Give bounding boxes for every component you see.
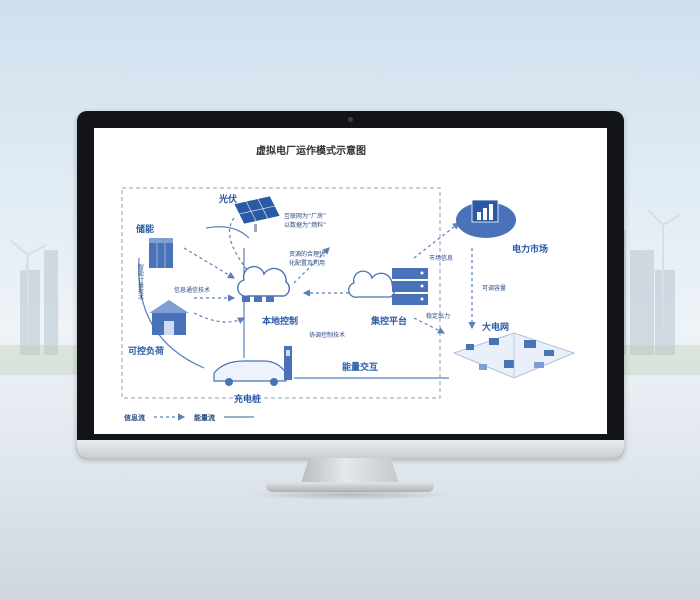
- info-flow-lines: [183, 217, 476, 334]
- storage-icon: [149, 238, 173, 268]
- central-platform-icon: [348, 268, 428, 305]
- monitor-chin: [77, 440, 624, 458]
- legend-info-flow-label: 信息流: [124, 413, 145, 422]
- monitor: 虚拟电厂运作模式示意图: [77, 111, 624, 458]
- local-control-icon: [237, 265, 290, 302]
- local-control-label: 本地控制: [262, 315, 298, 327]
- storage-label: 储能: [136, 223, 154, 235]
- controllable-load-label: 可控负荷: [128, 345, 164, 357]
- virtual-power-plant-boundary: [121, 187, 441, 399]
- market-info-label: 市场信息: [429, 254, 453, 262]
- stable-output-label: 稳定出力: [426, 312, 450, 320]
- charging-pile-label: 充电桩: [234, 393, 261, 405]
- resource-opt-label-1: 资源的合理优: [289, 250, 325, 258]
- info-comm-label: 信息通信技术: [174, 286, 210, 294]
- tradable-capacity-label: 可调容量: [482, 284, 506, 292]
- coordinated-control-label: 协调控制技术: [309, 331, 345, 339]
- energy-flow-lines: [138, 226, 449, 379]
- diagram-title: 虚拟电厂运作模式示意图: [256, 144, 366, 157]
- smart-metering-label: 智能计量技术: [137, 263, 144, 301]
- central-platform-label: 集控平台: [370, 315, 407, 327]
- charging-pile-icon: [284, 346, 292, 380]
- power-market-label: 电力市场: [512, 243, 548, 255]
- controllable-load-icon: [149, 300, 189, 335]
- resource-opt-label-2: 化配置及利用: [289, 259, 325, 267]
- monitor-stand-base: [266, 482, 434, 492]
- internet-fuel-label-1: 互联网为“厂房”: [284, 212, 326, 220]
- monitor-screen: 虚拟电厂运作模式示意图: [94, 128, 607, 434]
- solar-panel-icon: [233, 195, 281, 232]
- legend: 信息流 能量流: [124, 413, 254, 422]
- virtual-power-plant-diagram: 虚拟电厂运作模式示意图: [121, 144, 576, 422]
- legend-energy-flow-label: 能量流: [194, 413, 215, 422]
- solar-label: 光伏: [218, 193, 237, 205]
- main-grid-label: 大电网: [482, 321, 509, 333]
- monitor-stand-shadow: [246, 490, 454, 500]
- main-grid-icon: [452, 332, 576, 379]
- camera-icon: [348, 117, 353, 122]
- monitor-stand-neck: [301, 458, 399, 484]
- internet-fuel-label-2: 以数据为“燃料”: [284, 221, 326, 229]
- energy-interaction-label: 能量交互: [342, 361, 378, 373]
- electric-car-icon: [213, 360, 287, 386]
- power-market-icon: [456, 199, 516, 238]
